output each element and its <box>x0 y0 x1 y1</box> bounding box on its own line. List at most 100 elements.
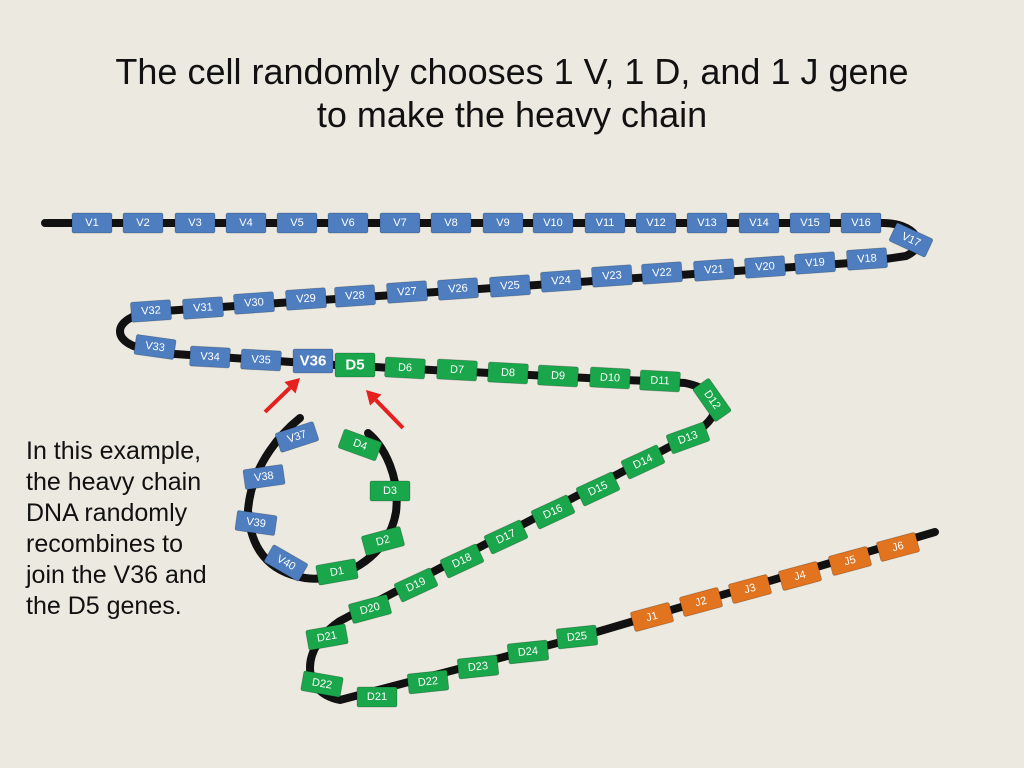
gene-segment-label: V20 <box>755 260 775 273</box>
red-arrow-icon <box>263 378 300 414</box>
gene-segment-v9: V9 <box>482 212 524 234</box>
gene-segment-box <box>575 471 621 507</box>
gene-segment-box <box>846 247 888 271</box>
gene-segment-box <box>778 561 822 591</box>
gene-segment-box <box>532 212 574 234</box>
gene-segment-v5: V5 <box>276 212 318 234</box>
gene-segment-box <box>483 519 529 555</box>
gene-segment-d22: D22 <box>300 670 344 698</box>
gene-segment-box <box>130 299 172 323</box>
gene-segment-label: V25 <box>500 279 520 292</box>
gene-segment-v11: V11 <box>584 212 626 234</box>
caption-line: join the V36 and <box>26 561 207 589</box>
gene-segment-v33: V33 <box>133 334 177 360</box>
arrow-shaft <box>374 398 405 430</box>
dna-main-strand <box>41 218 939 704</box>
gene-segment-label: V8 <box>444 217 457 229</box>
gene-segment-v40: V40 <box>264 544 308 582</box>
recombination-arrows <box>263 378 405 430</box>
gene-segment-v25: V25 <box>489 274 531 298</box>
gene-segment-d8: D8 <box>487 361 529 385</box>
gene-segment-box <box>738 212 780 234</box>
gene-segment-label: D3 <box>383 485 397 497</box>
gene-segment-box <box>384 356 426 380</box>
gene-segment-label: V33 <box>144 340 165 355</box>
gene-segment-d7: D7 <box>436 358 478 382</box>
gene-segment-box <box>393 567 439 603</box>
gene-segment-label: V28 <box>345 289 365 302</box>
gene-segment-label: V13 <box>697 217 717 229</box>
gene-segment-box <box>489 274 531 298</box>
gene-segment-box <box>630 602 674 632</box>
gene-segment-label: D6 <box>398 362 413 375</box>
gene-segment-box <box>285 287 327 311</box>
gene-segment-v37: V37 <box>275 421 319 453</box>
gene-segment-box <box>589 366 631 390</box>
gene-segment-box <box>591 264 633 288</box>
gene-segment-box <box>437 277 479 301</box>
gene-segment-label: V22 <box>652 266 672 279</box>
gene-segment-d1: D1 <box>315 558 359 586</box>
gene-segment-box <box>275 421 319 453</box>
gene-segment-box <box>233 291 275 315</box>
slide-title: The cell randomly chooses 1 V, 1 D, and … <box>0 50 1024 136</box>
gene-segment-box <box>122 212 164 234</box>
gene-segment-d9: D9 <box>537 364 579 388</box>
gene-segment-d17: D17 <box>483 519 529 555</box>
gene-segment-box <box>686 212 728 234</box>
gene-segment-label: V6 <box>341 217 354 229</box>
gene-segment-v38: V38 <box>242 464 286 490</box>
gene-segment-label: V4 <box>239 217 252 229</box>
gene-segment-v12: V12 <box>635 212 677 234</box>
gene-segment-label: V36 <box>300 353 327 370</box>
gene-segment-label: D21 <box>316 629 338 644</box>
gene-segment-label: J4 <box>793 569 807 584</box>
gene-segment-label: D25 <box>566 630 587 644</box>
gene-segment-label: D23 <box>467 660 488 674</box>
gene-segment-v22: V22 <box>641 261 683 285</box>
gene-segment-box <box>71 212 113 234</box>
gene-segment-d23: D23 <box>456 654 500 680</box>
gene-segment-label: V7 <box>393 217 406 229</box>
gene-segment-v29: V29 <box>285 287 327 311</box>
gene-segment-d2: D2 <box>361 526 405 556</box>
gene-segment-box <box>356 686 398 708</box>
gene-segment-box <box>334 352 376 378</box>
gene-segment-box <box>264 544 308 582</box>
gene-segment-label: V32 <box>141 304 161 317</box>
gene-segment-label: V27 <box>397 285 417 298</box>
gene-segment-d20: D20 <box>348 594 392 624</box>
gene-segment-box <box>665 421 711 455</box>
gene-segment-j4: J4 <box>778 561 822 591</box>
gene-segment-label: D1 <box>329 565 345 579</box>
gene-segment-label: J3 <box>743 582 757 597</box>
arrow-shaft <box>263 386 292 414</box>
gene-segment-label: D20 <box>359 601 382 618</box>
gene-segment-box <box>337 428 383 462</box>
gene-segment-v34: V34 <box>189 345 231 369</box>
gene-segment-box <box>242 464 286 490</box>
gene-segment-box <box>225 212 267 234</box>
gene-segment-label: D5 <box>345 357 364 374</box>
gene-segment-v1: V1 <box>71 212 113 234</box>
gene-segment-label: D10 <box>600 371 621 384</box>
gene-segment-box <box>327 212 369 234</box>
gene-segment-v13: V13 <box>686 212 728 234</box>
gene-segment-v35: V35 <box>240 348 282 372</box>
gene-segment-d10: D10 <box>589 366 631 390</box>
gene-segment-box <box>794 251 836 275</box>
gene-segment-label: D2 <box>375 533 392 548</box>
gene-segment-d25: D25 <box>555 624 599 650</box>
gene-segment-box <box>182 296 224 320</box>
gene-segment-v21: V21 <box>693 258 735 282</box>
gene-segment-d19: D19 <box>393 567 439 603</box>
gene-segment-label: V10 <box>543 217 563 229</box>
gene-segment-d24: D24 <box>506 639 550 665</box>
gene-segment-box <box>348 594 392 624</box>
gene-segment-v6: V6 <box>327 212 369 234</box>
gene-segment-j3: J3 <box>728 574 772 604</box>
gene-segment-box <box>292 348 334 374</box>
gene-segment-d6: D6 <box>384 356 426 380</box>
gene-segment-box <box>379 212 421 234</box>
